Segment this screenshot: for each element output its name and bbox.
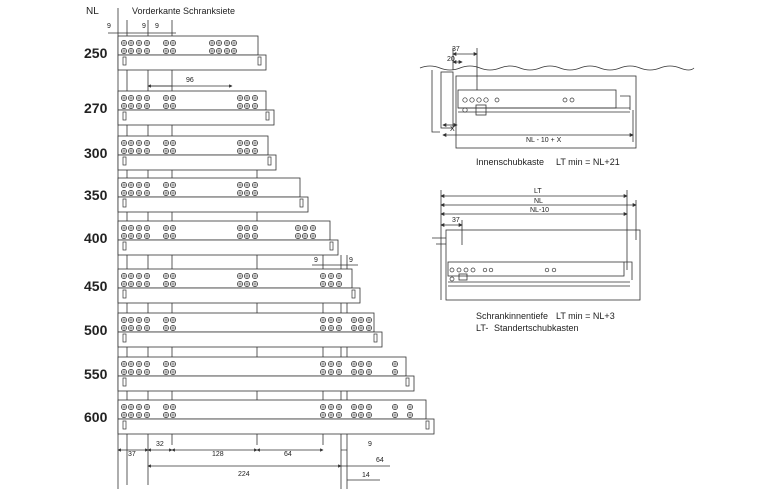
slide-350: 350 — [84, 177, 309, 213]
length-label: 270 — [84, 100, 108, 116]
inner-dim-x: X — [450, 126, 455, 133]
inner-formula: LT min = NL+21 — [556, 157, 620, 167]
dim-128: 128 — [212, 451, 224, 458]
dim-224: 224 — [238, 471, 250, 478]
slide-550: 550 — [84, 356, 415, 392]
std-dim-nl10: NL-10 — [530, 207, 549, 214]
inner-dim-nl: NL - 10 + X — [526, 137, 562, 144]
length-label: 550 — [84, 366, 108, 382]
top-dims: 9 9 9 96 — [107, 23, 233, 88]
rail-lower — [117, 239, 339, 256]
std-dim-lt: LT — [534, 188, 542, 195]
mid-dims: 9 9 — [312, 257, 358, 266]
rail-upper — [117, 356, 407, 377]
dim-32: 32 — [156, 441, 164, 448]
dim-top-9a: 9 — [107, 23, 111, 30]
slide-300: 300 — [84, 135, 277, 171]
std-dim-nl: NL — [534, 198, 543, 205]
rail-lower — [117, 109, 275, 126]
length-label: 450 — [84, 278, 108, 294]
length-label: 300 — [84, 145, 108, 161]
length-label: 500 — [84, 322, 108, 338]
dim-14: 14 — [362, 472, 370, 479]
length-label: 250 — [84, 45, 108, 61]
std-dim-37: 37 — [452, 217, 460, 224]
rail-lower — [117, 375, 415, 392]
dim-64b: 64 — [376, 457, 384, 464]
rail-lower — [117, 196, 309, 213]
inner-label: Innenschubkaste — [476, 157, 544, 167]
length-label: 600 — [84, 409, 108, 425]
rail-upper — [117, 177, 301, 198]
standard-drawer-diagram: LT NL NL-10 37 Schrankinnentiefe LT min … — [432, 188, 641, 333]
dim-37: 37 — [128, 451, 136, 458]
dim-top-9c: 9 — [155, 23, 159, 30]
dim-96: 96 — [186, 77, 194, 84]
slide-600: 600 — [84, 399, 435, 435]
rail-lower — [117, 331, 383, 348]
rail-lower — [117, 54, 267, 71]
rail-lower — [117, 418, 435, 435]
lt-prefix: LT- — [476, 323, 488, 333]
nl-header: NL — [86, 6, 99, 17]
lt-text: Standertschubkasten — [494, 323, 579, 333]
std-formula: LT min = NL+3 — [556, 311, 615, 321]
slide-250: 250 — [84, 35, 267, 71]
slide-270: 270 — [84, 90, 275, 126]
dim-mid-9a: 9 — [314, 257, 318, 264]
front-edge-label: Vorderkante Schranksiete — [132, 6, 235, 16]
dim-9-bottom: 9 — [368, 441, 372, 448]
rail-upper — [117, 312, 375, 333]
bottom-dims — [117, 448, 390, 481]
length-label: 400 — [84, 230, 108, 246]
inner-dim-20: 20 — [447, 56, 455, 63]
dim-top-9b: 9 — [142, 23, 146, 30]
rail-upper — [117, 399, 427, 420]
inner-drawer-diagram: 37 20 X NL - 10 + X Innenschubkaste LT m… — [419, 46, 695, 167]
rail-upper — [117, 268, 353, 289]
rail-lower — [117, 287, 361, 304]
std-label: Schrankinnentiefe — [476, 311, 548, 321]
dim-64a: 64 — [284, 451, 292, 458]
rail-lower — [117, 154, 277, 171]
slides-group: 250 270 300 350 400 450 500 550 600 — [84, 35, 435, 435]
inner-dim-37: 37 — [452, 46, 460, 53]
dim-mid-9b: 9 — [349, 257, 353, 264]
slide-450: 450 — [84, 268, 361, 304]
slide-500: 500 — [84, 312, 383, 348]
slide-400: 400 — [84, 220, 339, 256]
length-label: 350 — [84, 187, 108, 203]
